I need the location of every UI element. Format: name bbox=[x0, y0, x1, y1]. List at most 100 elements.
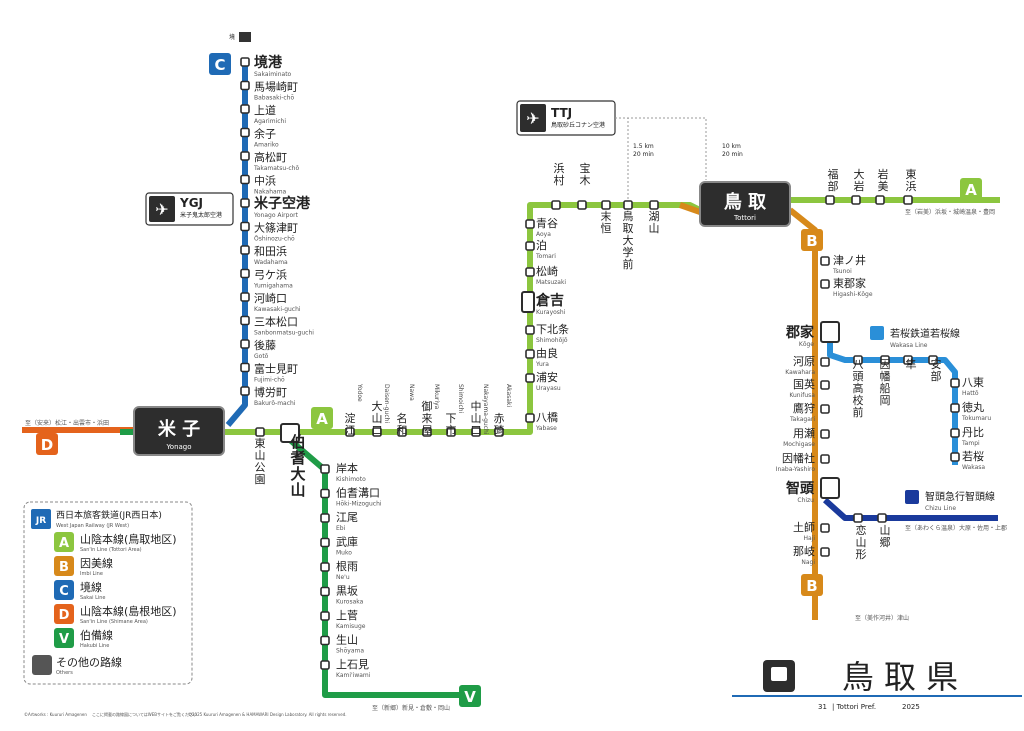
badge-b bbox=[801, 229, 823, 251]
station-name-en: Urayasu bbox=[536, 385, 561, 392]
station-marker bbox=[928, 355, 938, 365]
station-name: 大岩 bbox=[854, 167, 865, 193]
station-name-en: Haji bbox=[803, 535, 815, 542]
station-name: 因幡社 bbox=[782, 451, 815, 465]
station-name: 八東 bbox=[962, 376, 984, 389]
vertical-char: 村 bbox=[554, 173, 565, 187]
station-name-en: Kawahara bbox=[785, 369, 815, 376]
hub-tottori-ja: 鳥 取 bbox=[724, 191, 767, 213]
station-marker bbox=[372, 427, 382, 437]
vertical-char: 下 bbox=[446, 412, 457, 425]
vertical-char: 船 bbox=[880, 381, 891, 395]
legend-item: 山陰本線(島根地区) bbox=[80, 604, 177, 618]
vertical-char: 大 bbox=[290, 465, 305, 483]
station-name: 岸本 bbox=[336, 461, 358, 475]
station-name-en: Kōge bbox=[799, 341, 814, 348]
station-name: 伯耆溝口 bbox=[336, 486, 380, 500]
station-name: 馬場崎町 bbox=[254, 80, 298, 94]
footer-note: ここに掲載の路線図についてはWEBサイトをご覧ください bbox=[92, 711, 197, 717]
hub-yonago-ja: 米 子 bbox=[158, 418, 200, 440]
vertical-char: 末 bbox=[601, 209, 612, 223]
station-name-en: Shimoichi bbox=[457, 384, 464, 414]
station-name-en: Yura bbox=[535, 361, 549, 368]
station-name-en: Shōyama bbox=[336, 648, 364, 655]
title-year: 2025 bbox=[902, 703, 920, 711]
station-name: 安部 bbox=[931, 357, 942, 383]
station-name: 徳丸 bbox=[962, 401, 984, 414]
station-name: 富士見町 bbox=[254, 362, 298, 376]
vertical-char: 大 bbox=[623, 233, 634, 247]
station-marker bbox=[320, 562, 330, 572]
vertical-char: 御 bbox=[422, 399, 433, 413]
station-marker bbox=[820, 404, 830, 414]
legend-item-en: Imbi Line bbox=[80, 571, 103, 577]
station-name: 東浜 bbox=[906, 168, 917, 193]
station-marker bbox=[820, 256, 830, 266]
station-marker bbox=[320, 488, 330, 499]
legend-badge-letter: D bbox=[59, 608, 70, 623]
vertical-char: 高 bbox=[853, 381, 864, 395]
badge-d-letter: D bbox=[41, 436, 53, 454]
to-label-bsouth: 至（美作河井）津山 bbox=[855, 614, 909, 622]
to-label-west: 至（安来）松江・出雲市・浜田 bbox=[25, 419, 109, 427]
station-name: 湖山 bbox=[649, 210, 660, 235]
station-name-en: Kurayoshi bbox=[536, 309, 566, 316]
legend-jr-icon bbox=[31, 509, 51, 529]
station-name-en: Nakahama bbox=[254, 189, 287, 196]
station-marker bbox=[240, 362, 250, 373]
station-marker-kurayoshi bbox=[521, 291, 535, 313]
legend-item-en: San'in Line (Tottori Area) bbox=[80, 547, 142, 553]
station-name: 隼 bbox=[906, 357, 917, 371]
legend-others: その他の路線 bbox=[56, 655, 122, 669]
station-name: 松崎 bbox=[536, 264, 558, 278]
station-marker bbox=[877, 513, 887, 523]
station-name-en: Nakayama-guchi bbox=[482, 384, 489, 435]
station-name-en: Ne'u bbox=[336, 574, 350, 581]
badge-b-south-letter: B bbox=[806, 577, 817, 595]
vertical-char: 園 bbox=[255, 473, 266, 486]
station-name-en: Bakurō-machi bbox=[254, 400, 296, 407]
title-icon-bus bbox=[771, 667, 787, 681]
to-label-chizu: 至（あわくら温泉）大原・佐用・上郡 bbox=[905, 524, 1007, 532]
vertical-char: 浜 bbox=[906, 180, 917, 193]
vertical-char: 取 bbox=[623, 222, 634, 235]
legend-item-en: Sakai Line bbox=[80, 595, 106, 601]
station-marker bbox=[240, 339, 250, 349]
legend-item: 因美線 bbox=[80, 556, 113, 570]
vertical-char: 山 bbox=[880, 524, 891, 537]
station-marker bbox=[649, 200, 659, 210]
station-name-en: Akasaki bbox=[505, 384, 512, 407]
station-name: 弓ケ浜 bbox=[254, 269, 287, 282]
legend-others-icon bbox=[32, 655, 52, 675]
vertical-char: 山 bbox=[290, 481, 305, 499]
legend-badge bbox=[54, 604, 74, 624]
vertical-char: 恒 bbox=[601, 222, 612, 235]
airport-tottori-icon bbox=[520, 104, 546, 132]
station-marker bbox=[820, 454, 830, 464]
station-marker bbox=[320, 660, 330, 670]
station-name: 恋山形 bbox=[856, 523, 867, 561]
station-name: 智頭 bbox=[785, 480, 815, 497]
station-name-en: Nawa bbox=[408, 384, 415, 401]
station-name: 上石見 bbox=[336, 658, 369, 671]
station-name: 武庫 bbox=[336, 535, 358, 549]
vertical-char: 山 bbox=[856, 536, 867, 549]
station-marker bbox=[820, 547, 830, 557]
station-name: 青谷 bbox=[536, 217, 558, 230]
station-name: 上菅 bbox=[336, 609, 358, 622]
station-marker bbox=[853, 355, 863, 365]
station-name: 中浜 bbox=[254, 175, 276, 188]
vertical-char: 名 bbox=[397, 411, 408, 425]
station-marker bbox=[875, 195, 885, 205]
wakasa-title: 若桜鉄道若桜線 bbox=[890, 327, 960, 340]
vertical-char: 学 bbox=[623, 245, 634, 259]
station-name-en: Kunifusa bbox=[789, 392, 815, 399]
badge-a-west bbox=[311, 407, 333, 429]
station-marker bbox=[240, 386, 250, 396]
legend-item: 境線 bbox=[80, 580, 102, 594]
badge-v bbox=[459, 685, 481, 707]
station-marker bbox=[240, 151, 250, 161]
station-name: 下北条 bbox=[536, 322, 569, 336]
distance-1: 1.5 km bbox=[633, 143, 654, 150]
